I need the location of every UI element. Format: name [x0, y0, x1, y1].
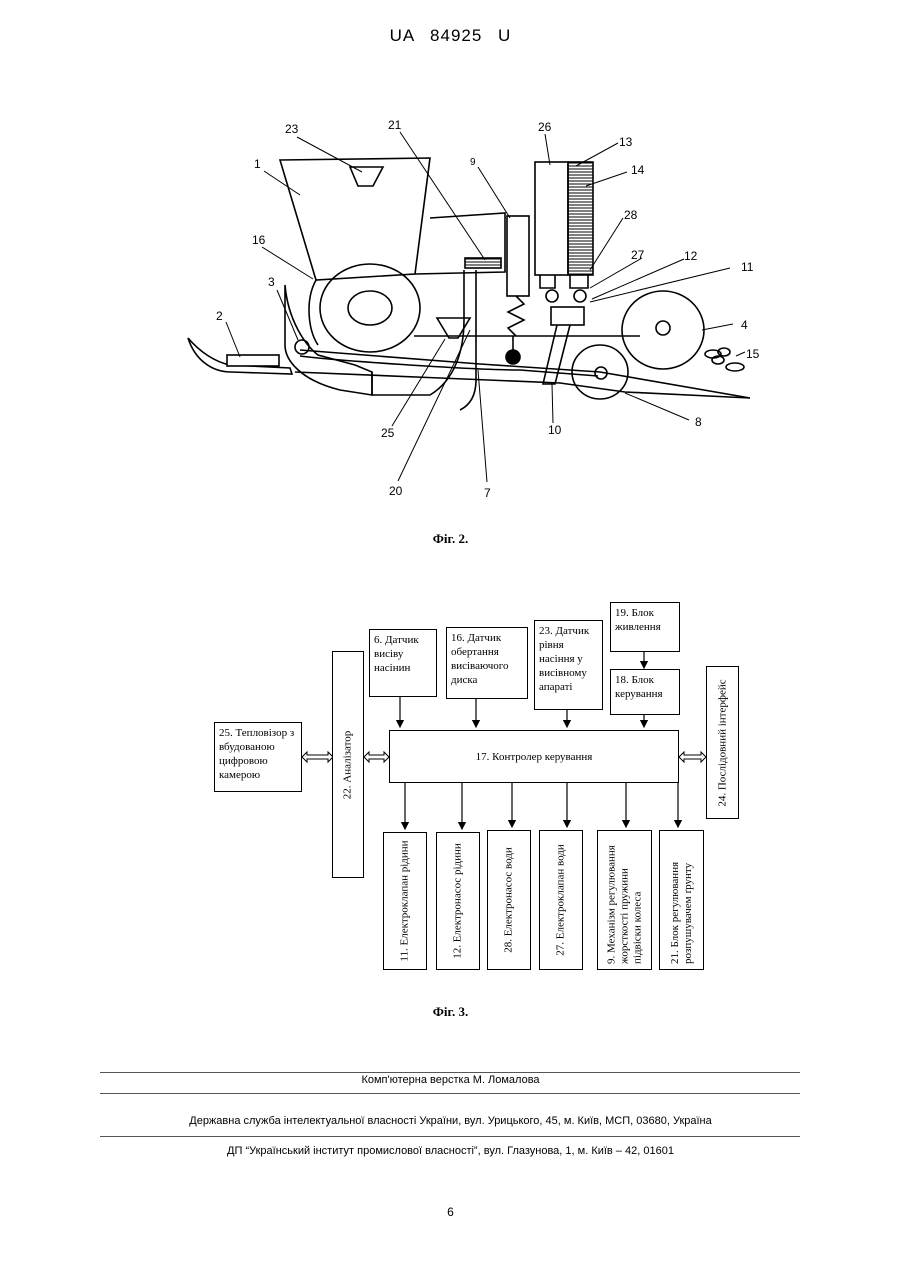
block-liquid-valve: 11. Електроклапан рідини	[383, 832, 427, 970]
page-number: 6	[0, 1205, 901, 1219]
footer-layout-credit: Комп'ютерна верстка М. Ломалова	[0, 1074, 901, 1086]
block-soil-loosener: 21. Блок регулювання розпушувачем ґрунту	[659, 830, 704, 970]
double-arrow-25-22	[302, 752, 333, 762]
double-arrow-17-24	[679, 752, 706, 762]
block-control-unit: 18. Блок керування	[610, 669, 680, 715]
footer-rule-2	[100, 1093, 800, 1094]
block-sensor-seeding: 6. Датчик висіву насінин	[369, 629, 437, 697]
footer-rule-3	[100, 1136, 800, 1137]
footer-rule-1	[100, 1072, 800, 1073]
block-sensor-disk-rotation: 16. Датчик обертання висіваючого диска	[446, 627, 528, 699]
block-sensor-seed-level: 23. Датчик рівня насіння у висівному апа…	[534, 620, 603, 710]
block-thermal-imager: 25. Тепловізор з вбудованою цифровою кам…	[214, 722, 302, 792]
double-arrow-22-17	[364, 752, 389, 762]
block-power-supply: 19. Блок живлення	[610, 602, 680, 652]
figure-3-caption: Фіг. 3.	[0, 1004, 901, 1020]
block-main-controller: 17. Контролер керування	[389, 730, 679, 783]
block-analyzer: 22. Аналізатор	[332, 651, 364, 878]
block-serial-interface: 24. Послідовний інтерфейс	[706, 666, 739, 819]
block-liquid-pump: 12. Електронасос рідини	[436, 832, 480, 970]
block-water-pump: 28. Електронасос води	[487, 830, 531, 970]
block-water-valve: 27. Електроклапан води	[539, 830, 583, 970]
footer-institute-address: ДП “Український інститут промислової вла…	[0, 1145, 901, 1157]
block-spring-stiffness: 9. Механізм регулювання жорсткості пружи…	[597, 830, 652, 970]
footer-service-address: Державна служба інтелектуальної власност…	[0, 1115, 901, 1127]
